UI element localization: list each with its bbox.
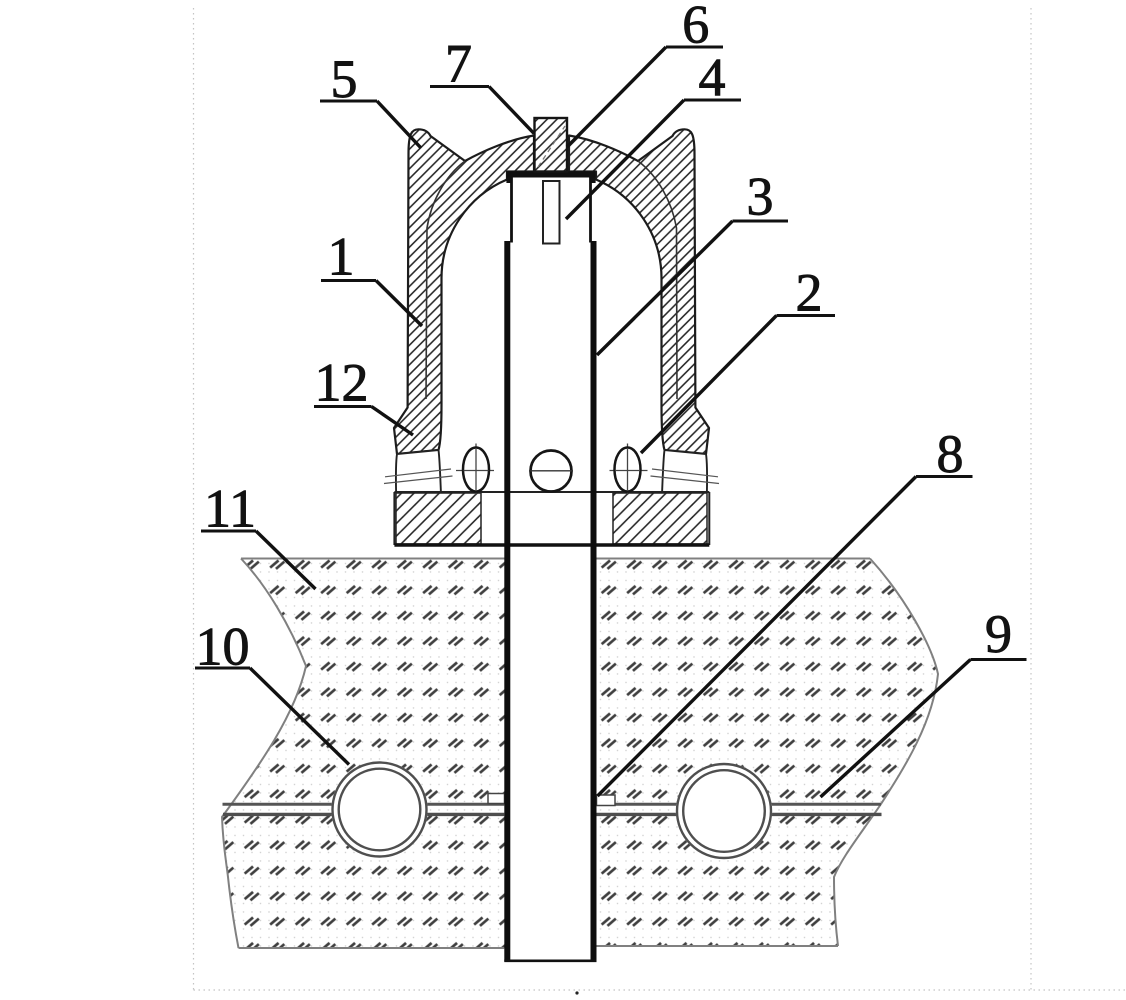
- svg-text:11: 11: [204, 479, 256, 539]
- svg-text:3: 3: [747, 167, 774, 227]
- svg-text:9: 9: [985, 604, 1012, 664]
- svg-text:10: 10: [196, 617, 250, 677]
- svg-text:8: 8: [937, 424, 964, 484]
- svg-text:5: 5: [331, 49, 358, 109]
- svg-text:1: 1: [328, 227, 355, 287]
- svg-text:7: 7: [445, 34, 472, 94]
- svg-text:2: 2: [796, 263, 823, 323]
- svg-text:12: 12: [315, 353, 369, 413]
- svg-text:4: 4: [699, 48, 726, 108]
- svg-text:6: 6: [682, 0, 709, 55]
